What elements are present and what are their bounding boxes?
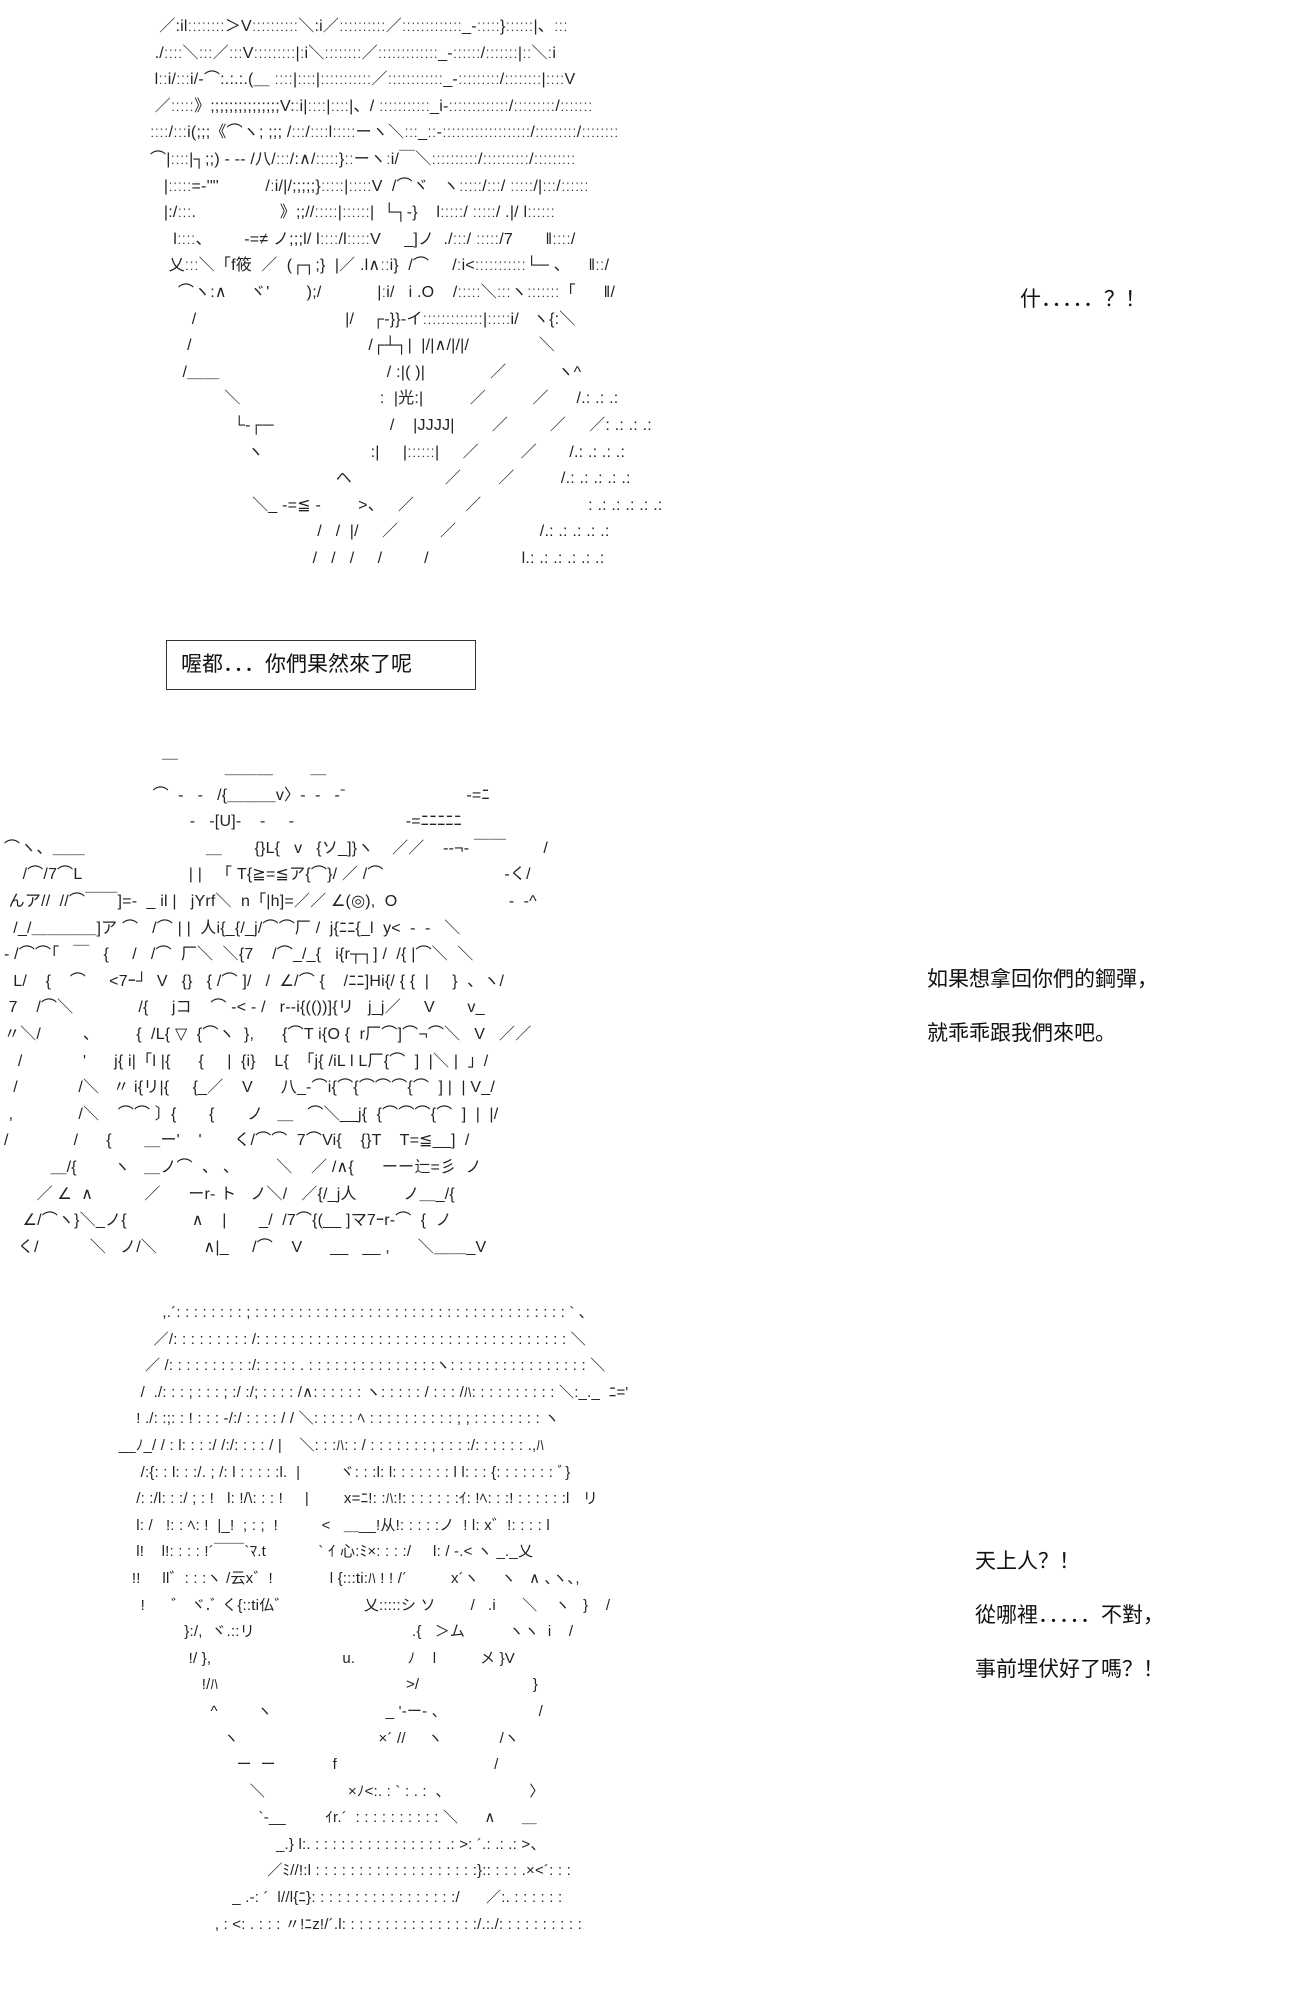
art-line: !/ }, u. ﾉ l メ }V: [110, 1649, 515, 1667]
art-line: l! l!: : : : !´￣￣`ﾏ.t ` ｲ 心:ﾐ×: : : :/ l…: [110, 1543, 534, 1561]
art-line: !! ll゛: : :ヽ /云x゛! l {:::ti:ﾊ ! ! /´ x´ヽ…: [110, 1569, 580, 1587]
art-line: ／ːːːːː》;;;;;;;;;;;;;;;V:ːi|ːːːː|ːːːː|、/ …: [150, 97, 593, 115]
art-line: ＼ : |光:| ／ ／ /.: .: .:: [150, 390, 619, 408]
art-line: ,.´: : : : : : : : ; : : : : : : : : : :…: [110, 1304, 587, 1321]
art-line: `-__ ｲr.´ : : : : : : : : : : ＼ ∧ ＿: [110, 1809, 537, 1827]
art-line: L/ { ⌒ <7ｰ┘ V {} { /⌒ ]/ / ∠/⌒ { /ﾆﾆ]Hi{…: [4, 972, 505, 990]
art-line: ! ./: :;: : ! : : : -/:/ : : : : / / ＼: …: [110, 1410, 560, 1428]
ascii-art-masked-crew: ￣ ＿＿＿ ＿ ⌒ - - /{＿＿＿v〉- - -ˉ -=ﾆ - -[U]- …: [4, 756, 548, 1261]
art-line: ./ːːːː＼ːːː／ːːːVːːːːːːːːː|ːi＼ːːːːːːːː／ːːː…: [150, 44, 557, 62]
ascii-art-shocked-face: ,.´: : : : : : : : ; : : : : : : : : : :…: [110, 1300, 629, 1938]
art-line: ＼_ -=≦ ‐ >、 ／ ／ : .: .: .: .: .:: [150, 496, 663, 514]
art-line: ／ ∠ ∧ ／ ーr- ト ノ＼/ ／{/_j人 ノ＿_/{: [4, 1185, 455, 1203]
art-line: ヘ ／ ／ /.: .: .: .: .:: [150, 470, 631, 488]
art-line: 〃＼/ 、 { /L{ ▽ {⌒ヽ }, {⌒T i{O { r厂⌒]⌒¬⌒＼ …: [4, 1025, 532, 1043]
art-line: /:{: : l: : :/. ; /: l : : : : :l. | ヾ: …: [110, 1463, 571, 1481]
speech-line-1: 天上人？！: [975, 1550, 1080, 1573]
speech-box-text: 喔都．．．你們果然來了呢: [181, 653, 412, 676]
art-line: ^ ヽ _ '‐ー- 、 /: [110, 1702, 543, 1720]
art-line: _ .-: ´ l//l{ﾆ}: : : : : : : : : : : : :…: [110, 1889, 563, 1907]
art-line: └-┌─ / |JJJJ| ／ ／ ／: .: .: .:: [150, 416, 652, 434]
art-line: _.} l:. : : : : : : : : : : : : : : : .:…: [110, 1835, 546, 1853]
art-line: ⌒ヽ、＿＿ ＿ {}L{ v {ソ_]}ヽ ／／ -‐¬‐ ￣￣ /: [4, 839, 549, 857]
art-line: ＼ ×ﾉ<:. : ` : . : 、 〉: [110, 1782, 545, 1800]
art-line: / / |/ ／ ／ /.: .: .: .: .:: [150, 523, 610, 541]
art-line: !/ﾊ >/ }: [110, 1676, 539, 1694]
art-line: く/ ＼ ノ/＼ ∧|_ /⌒ V __ __ , ＼＿＿_V: [4, 1238, 487, 1256]
art-line: ／/: : : : : : : : : /: : : : : : : : : :…: [110, 1330, 586, 1348]
art-line: ＿/{ ヽ ＿ノ⌒ 、 、 ＼ ／ /∧{ ーー辷=彡 ノ: [4, 1158, 482, 1176]
art-line: - -[U]- - - -=ﾆﾆﾆﾆﾆ: [4, 813, 462, 831]
art-line: 乂ːːː＼「f筱 ／ (┌┐;} |／ .l∧ːːi} /⌒ /ːi<ːːːːː…: [150, 257, 610, 275]
art-line: / /＼ 〃 i{リ|{ {_／ V 八_-⌒i{⌒{⌒⌒⌒{⌒ ] | | V…: [4, 1079, 496, 1097]
speech-line-2: 從哪裡．．．．．不對，: [975, 1604, 1164, 1627]
art-line: /: :/l: : :/ ; : ! l: !/\: : : ! | x=ﾆ!:…: [110, 1490, 598, 1508]
art-line: }:/, ヾ.::リ .{ ＞ム ヽヽ i /: [110, 1623, 574, 1641]
art-line: ー ー f /: [110, 1756, 499, 1774]
art-line: ∠/⌒ヽ}＼_ノ{ ∧ | _/ /7⌒{(__ ]マ7ｰr-⌒ { ノ: [4, 1212, 452, 1230]
speech-line-3: 事前埋伏好了嗎？！: [975, 1658, 1164, 1681]
art-line: ／ /: : : : : : : : : :/: : : : : . : : :…: [110, 1357, 606, 1375]
speech-line-2: 就乖乖跟我們來吧。: [927, 1022, 1116, 1045]
art-line: ヽ ×´ // ヽ /ヽ: [110, 1729, 520, 1747]
art-line: / / / / / l.: .: .: .: .: .:: [150, 549, 605, 567]
art-line: んア// //⌒￣￣]=- _ il | jYrf＼ n「|h]=／／ ∠(◎)…: [4, 892, 537, 910]
art-line: ⌒ - - /{＿＿＿v〉- - -ˉ -=ﾆ: [4, 786, 490, 804]
art-line: / / { ＿ー' ' く/⌒⌒ 7⌒Vi{ {}T T=≦__] /: [4, 1132, 470, 1150]
art-line: ／:ilːːːːːːːː＞Vːːːːːːːːːː＼:i／ːːːːːːːːːː／ː…: [150, 18, 568, 35]
art-line: ⌒|ːːːː|┐;;) ‐ -‐ /八/ːːː/:∧/ːːːːː}ːːーヽːi/…: [150, 150, 576, 168]
art-line: , : <: . : : : 〃!ﾆz!/´.l: : : : : : : : …: [110, 1915, 582, 1933]
art-line: /⌒/7⌒L | | 「 T{≧=≦ア{⌒}/ ／ /⌒ -く/: [4, 866, 531, 884]
art-line: lːːːː、 -=≠ ノ;;;l/ lːːːː/lːːːːːV _]ノ ./ːː…: [150, 230, 576, 248]
art-line: /_/＿＿＿＿]ア ⌒ /⌒ | | 人i{_{/_j/⌒⌒厂 / j{ﾆﾆ{_…: [4, 919, 461, 937]
art-line: / ./: : : ; : : : ; :/ :/; : : : : /∧: :…: [110, 1383, 629, 1401]
ascii-art-surprised-pilot: ／:ilːːːːːːːː＞Vːːːːːːːːːː＼:i／ːːːːːːːːːː／ː…: [150, 14, 663, 572]
art-line: / |/ ┌-}}-イːːːːːːːːːːːːː|ːːːːːi/ ヽ{:＼: [150, 310, 576, 328]
art-line: ⌒ヽ:∧ ヾ' );/ |ːi/ i .O /ːːːːː＼ːːːヽːːːːːːː…: [150, 283, 616, 301]
speech-text: 什．．．．．？！: [1020, 288, 1146, 311]
art-line: ヽ :| |ːːːːːː| ／ ／ /.: .: .: .:: [150, 443, 626, 461]
art-line: lːːi/ːːːi/-⌒:.:.:.(＿ ːːːː|ːːːː|ːːːːːːːːː…: [150, 71, 576, 89]
art-line: - /⌒⌒｢ ￣ { / /⌒ 厂＼ ＼{7 /⌒_/_{ i{r┬┐] / /…: [4, 946, 474, 964]
art-line: /＿＿ / :|( )| ／ ヽ^: [150, 363, 582, 381]
art-line: __ﾉ_/ / : l: : : :/ /:/: : : : / | ＼: : …: [110, 1436, 545, 1454]
art-line: , /＼ ⌒⌒ 〕{ { ノ ＿ ⌒＼__j{ {⌒⌒⌒{⌒ ] | |/: [4, 1105, 499, 1123]
art-line: |ːːːːː=-'"' /ːi/|/;;;;;}ːːːːː|ːːːːːV /⌒ヾ…: [150, 177, 589, 195]
speech-box: 喔都．．．你們果然來了呢: [166, 640, 476, 690]
art-line: l: / !: : ﾍ: ! |_! ; : ; ! < ＿__!从!: : :…: [110, 1516, 550, 1534]
art-line: 7 /⌒＼ /{ jコ ⌒ -< ‐ / r‐-i{(())]{リ j_j／ V…: [4, 999, 485, 1017]
art-line: / /┌┴┐| |/|∧/|/|/ ＼: [150, 337, 556, 355]
art-line: ːːːː/ːːːi(;;;《⌒ヽ; ;;; /ːːː/ːːːːlːːːːːーヽ＼…: [150, 124, 619, 142]
art-line: / ' j{ i|「l |{ { | {i} L{ 「j{ /iL l L厂{⌒…: [4, 1052, 489, 1070]
speech-line-1: 如果想拿回你們的鋼彈，: [927, 968, 1158, 991]
art-line: ! ゛ ヾ.ﾞ く{::ti仏゛ 乂:::::シ ソ / .i ＼ ヽ } /: [110, 1596, 611, 1614]
art-line: ／ﾐ//!:l : : : : : : : : : : : : : : : : …: [110, 1862, 571, 1880]
art-line: |:/ːːː. 》;;//ːːːːː|ːːːːːː| └┐-} lːːːːː/ …: [150, 204, 556, 222]
art-line: ￣ ＿＿＿ ＿: [4, 760, 327, 777]
